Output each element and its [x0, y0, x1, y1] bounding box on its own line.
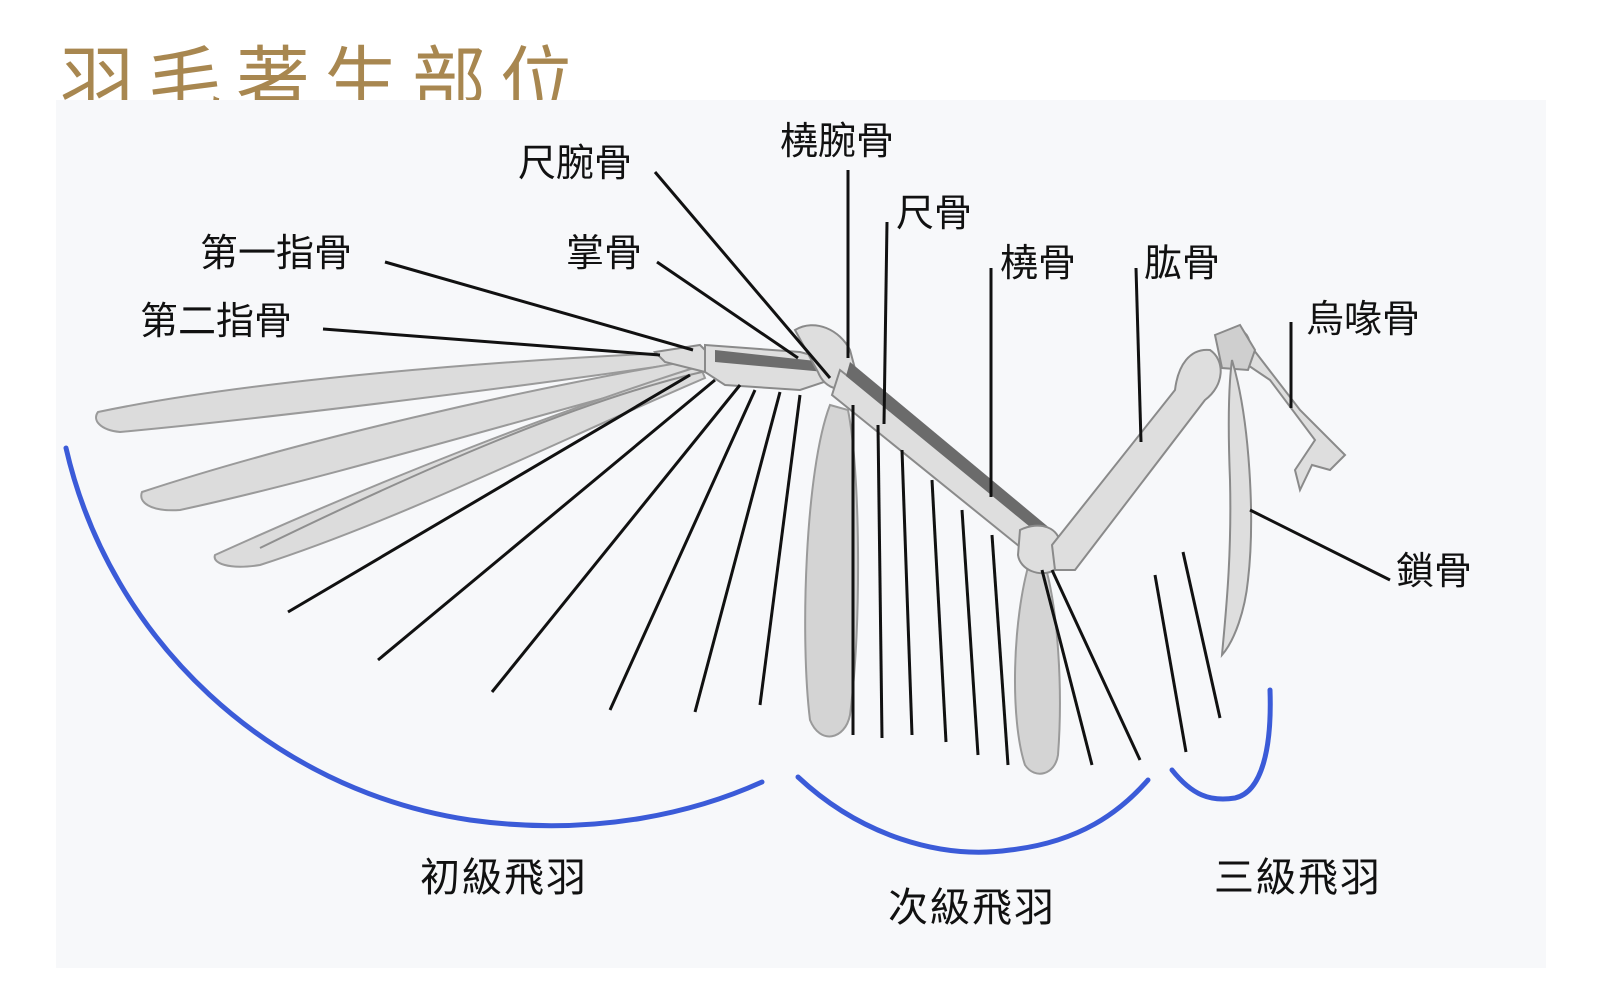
secondaries-bracket	[795, 774, 1151, 855]
leader-digit1	[384, 260, 694, 352]
radius-dark	[846, 362, 1052, 540]
leader-clavicle	[1249, 508, 1391, 582]
leader-ulnare	[653, 171, 832, 379]
secondary-line	[1050, 569, 1142, 761]
leader-humerus	[1134, 267, 1143, 443]
primaries-bracket	[63, 445, 765, 829]
secondary-line	[960, 509, 980, 756]
label-ulna: 尺骨	[896, 191, 973, 235]
secondary-line	[1040, 569, 1094, 766]
secondary-line	[990, 534, 1010, 766]
label-primaries: 初級飛羽	[420, 855, 588, 901]
tertiaries-bracket	[1169, 687, 1273, 802]
label-tertiaries: 三級飛羽	[1214, 855, 1382, 901]
leader-metacarpus	[656, 260, 799, 360]
primary-line	[377, 378, 716, 662]
label-clavicle: 鎖骨	[1396, 549, 1473, 593]
primary-line	[490, 384, 742, 693]
feather-shape	[804, 403, 860, 738]
secondary-line	[930, 479, 948, 743]
label-radius: 橈骨	[1000, 241, 1077, 285]
feather-group-brackets	[63, 445, 1273, 855]
primary-line	[693, 391, 782, 713]
leader-lines	[322, 170, 1391, 582]
label-secondaries: 次級飛羽	[888, 885, 1056, 931]
feather-shape	[213, 364, 707, 568]
coracoid-head	[1213, 323, 1257, 372]
feather-shape	[95, 350, 691, 434]
tertiary-line	[1181, 551, 1222, 719]
tertiary-line	[1153, 574, 1188, 753]
label-radiale: 橈腕骨	[780, 119, 895, 163]
label-digit1: 第一指骨	[200, 231, 353, 275]
humerus-bone	[1050, 348, 1222, 571]
feather-shape	[1014, 558, 1061, 775]
flight-feather-lines	[287, 373, 1222, 766]
metacarpus-dark	[715, 350, 825, 372]
feather-shape	[259, 371, 703, 549]
primary-line	[608, 389, 757, 711]
leader-digit2	[322, 327, 661, 357]
primary-line	[287, 373, 691, 614]
secondary-line	[900, 449, 914, 736]
primary-line	[758, 394, 802, 706]
label-digit2: 第二指骨	[140, 299, 293, 343]
wing-skeleton	[652, 323, 1347, 658]
primary-feathers	[95, 350, 707, 568]
label-humerus: 肱骨	[1144, 241, 1221, 285]
covert-feathers	[804, 403, 1061, 775]
ulna-bone	[830, 368, 1051, 556]
secondary-line	[876, 424, 884, 739]
label-ulnare: 尺腕骨	[518, 141, 633, 185]
leader-ulna	[882, 221, 889, 425]
label-coracoid: 烏喙骨	[1306, 297, 1421, 341]
label-metacarpus: 掌骨	[566, 231, 643, 275]
clavicle-bone	[1220, 359, 1253, 658]
